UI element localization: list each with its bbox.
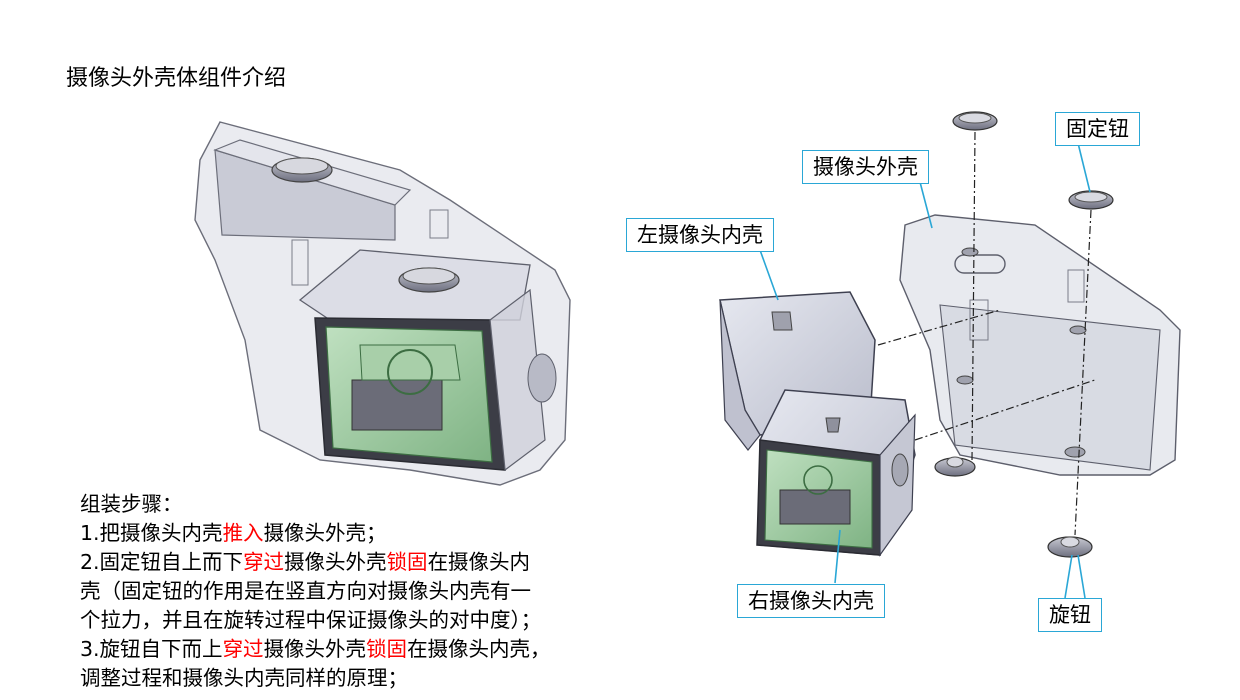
exploded-view (719, 111, 1181, 558)
right-inner-shell-part (756, 389, 916, 557)
outer-shell-part (899, 214, 1181, 476)
step-3-line-2: 调整过程和摄像头内壳同样的原理； (80, 666, 408, 690)
highlight-text: 锁固 (386, 550, 428, 574)
callout-right-inner-shell: 右摄像头内壳 (737, 584, 885, 618)
steps-heading: 组装步骤： (80, 492, 183, 516)
step-2-line-2: 壳（固定钮的作用是在竖直方向对摄像头内壳有一 (80, 579, 531, 603)
highlight-text: 穿过 (222, 637, 264, 661)
callout-fixed-knob: 固定钮 (1055, 112, 1140, 146)
step-2-line-3: 个拉力，并且在旋转过程中保证摄像头的对中度）； (80, 608, 542, 632)
step-1: 1.把摄像头内壳推入摄像头外壳； (80, 521, 387, 545)
assembled-camera-housing (194, 121, 571, 486)
callout-outer-shell: 摄像头外壳 (802, 150, 929, 184)
page-title: 摄像头外壳体组件介绍 (66, 66, 287, 91)
callout-leaders (759, 142, 1091, 599)
callout-rotary-knob: 旋钮 (1038, 598, 1102, 632)
highlight-text: 穿过 (243, 550, 285, 574)
rotary-knob-part (934, 456, 1093, 558)
fixed-knob-part (952, 111, 1114, 210)
assembly-steps: 组装步骤： 1.把摄像头内壳推入摄像头外壳； 2.固定钮自上而下穿过摄像头外壳锁… (80, 490, 640, 693)
callout-left-inner-shell: 左摄像头内壳 (626, 218, 774, 252)
step-3: 3.旋钮自下而上穿过摄像头外壳锁固在摄像头内壳， (80, 637, 551, 661)
step-2: 2.固定钮自上而下穿过摄像头外壳锁固在摄像头内 (80, 550, 531, 574)
highlight-text: 推入 (222, 521, 264, 545)
highlight-text: 锁固 (366, 637, 408, 661)
assembly-axis-lines (877, 131, 1096, 536)
